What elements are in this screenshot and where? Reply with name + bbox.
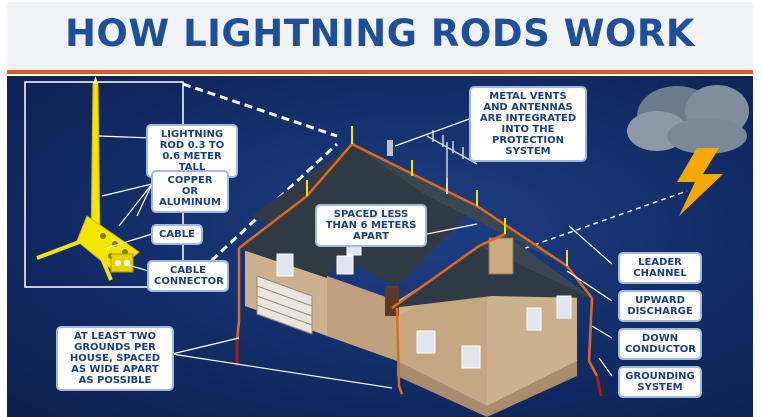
label-cable: CABLE [151,224,203,245]
leader-channel-line [516,190,688,252]
label-spacing: SPACED LESS THAN 6 METERS APART [315,204,427,247]
grounding-system [235,338,603,397]
callout-lines [98,117,613,389]
antenna-icon [426,130,478,194]
label-copper-aluminum: COPPER OR ALUMINUM [151,170,229,213]
label-metal-vents: METAL VENTS AND ANTENNAS ARE INTEGRATED … [469,86,587,162]
page-title: HOW LIGHTNING RODS WORK [64,12,696,55]
label-cable-connector: CABLE CONNECTOR [147,260,229,292]
label-two-grounds: AT LEAST TWO GROUNDS PER HOUSE, SPACED A… [56,326,174,391]
house-illustration [237,144,592,417]
conductor-wiring [235,142,599,395]
detail-callout-line [182,82,338,138]
lightning-rod-illustration [36,76,140,281]
lightning-bolt-icon [677,148,723,216]
storm-cloud-icon [627,85,749,154]
label-grounding-system: GROUNDING SYSTEM [618,366,702,398]
diagram-panel: LIGHTNING ROD 0.3 TO 0.6 METER TALL COPP… [7,76,753,417]
vent-pipe [387,140,393,156]
label-lightning-rod: LIGHTNING ROD 0.3 TO 0.6 METER TALL [146,124,238,178]
label-upward-discharge: UPWARD DISCHARGE [618,290,702,322]
label-down-conductor: DOWN CONDUCTOR [618,328,702,360]
label-leader-channel: LEADER CHANNEL [618,252,702,284]
title-bar: HOW LIGHTNING RODS WORK [7,2,753,74]
